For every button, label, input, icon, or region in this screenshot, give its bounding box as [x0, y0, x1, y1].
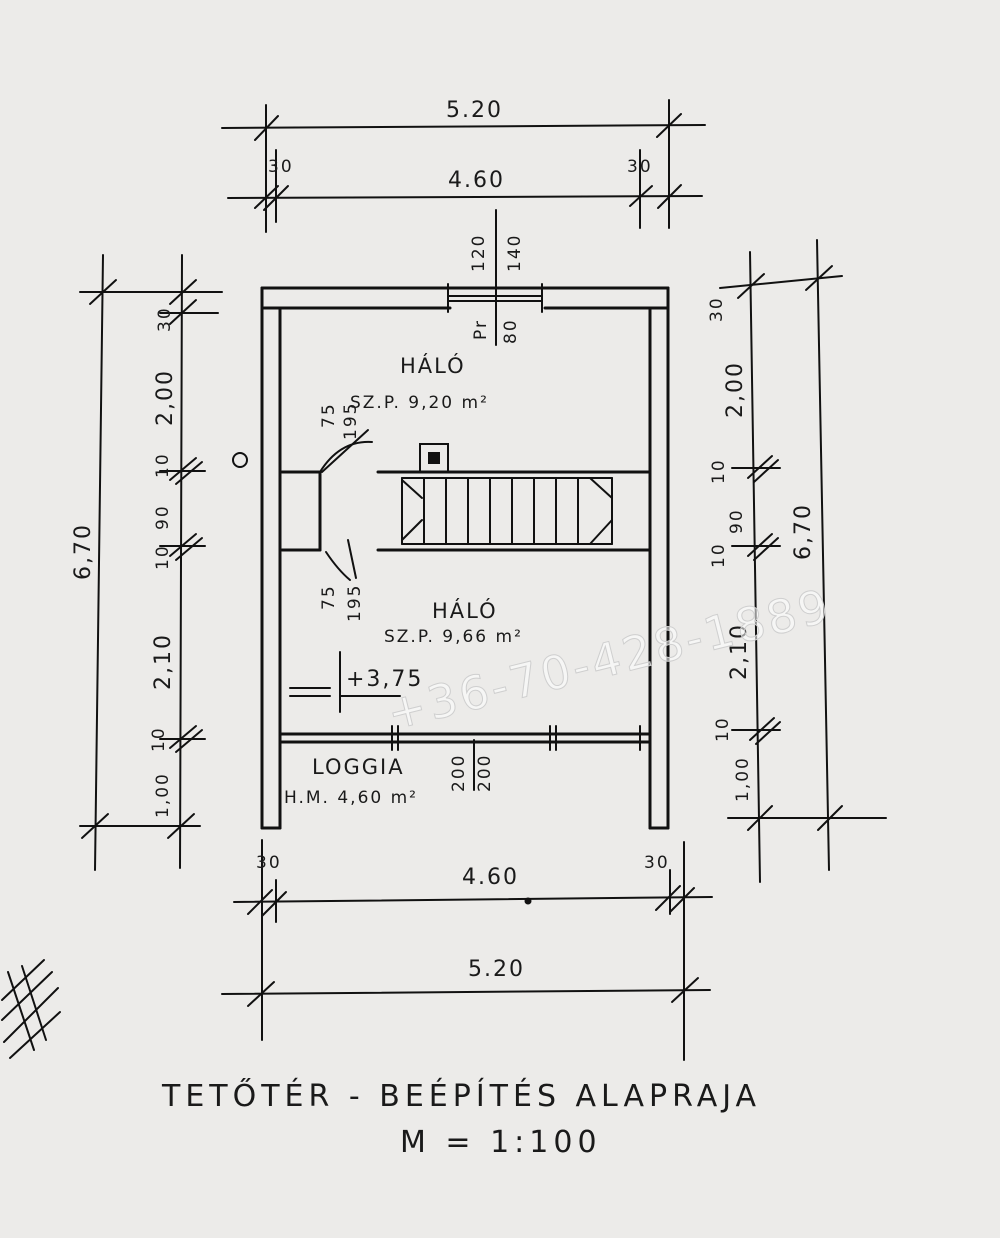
drawing-title: TETŐTÉR - BEÉPÍTÉS ALAPRAJA [161, 1077, 761, 1114]
bottom-inner-dimension: 4.60 [462, 865, 519, 890]
right-seg-100: 1,00 [733, 756, 753, 802]
left-total-dimension: 6,70 [71, 523, 96, 580]
top-inner-dimension: 4.60 [448, 168, 505, 193]
window-parapet-label: Pr [471, 319, 491, 340]
top-left-wall-dimension: 30 [268, 157, 294, 177]
right-seg-10a: 10 [709, 458, 729, 484]
top-dimension-lines [221, 99, 706, 233]
level-value: +3,75 [346, 667, 423, 692]
left-seg-10c: 10 [149, 726, 169, 752]
lower-door-height: 195 [345, 584, 365, 622]
chimney [419, 443, 449, 473]
right-total-dimension: 6,70 [791, 503, 816, 560]
left-seg-100: 1,00 [153, 772, 173, 818]
lower-door-swing [325, 539, 357, 581]
loggia-door-b: 200 [475, 754, 495, 792]
upper-door-height: 195 [341, 402, 361, 440]
staircase [401, 477, 613, 545]
room-loggia-area: H.M. 4,60 m² [284, 788, 418, 808]
drawing-scale: M = 1:100 [400, 1125, 602, 1160]
right-seg-30: 30 [707, 296, 727, 322]
left-seg-200: 2,00 [153, 369, 178, 426]
room-loggia-name: LOGGIA [312, 755, 405, 779]
left-seg-10a: 10 [153, 452, 173, 478]
circle-marker [232, 452, 248, 468]
room-halo-upper-area: SZ.P. 9,20 m² [350, 393, 489, 413]
left-seg-10b: 10 [153, 544, 173, 570]
upper-door-swing [319, 429, 373, 473]
room-halo-lower-area: SZ.P. 9,66 m² [384, 627, 523, 647]
upper-door-width: 75 [319, 402, 339, 428]
hatching-mark [1, 959, 61, 1059]
right-dimension-lines [719, 239, 887, 883]
window-width: 120 [469, 234, 489, 272]
bottom-right-wall-dimension: 30 [644, 853, 670, 873]
left-seg-210: 2,10 [151, 633, 176, 690]
bottom-left-wall-dimension: 30 [256, 853, 282, 873]
left-seg-90: 90 [153, 504, 173, 530]
lower-door-width: 75 [319, 584, 339, 610]
bottom-center-dot [524, 897, 532, 905]
right-seg-10b: 10 [709, 542, 729, 568]
right-seg-90: 90 [727, 508, 747, 534]
window-parapet-value: 80 [501, 318, 521, 344]
loggia-door-a: 200 [449, 754, 469, 792]
right-seg-210: 2,10 [727, 623, 752, 680]
loggia-wall [278, 732, 652, 744]
left-seg-30: 30 [155, 306, 175, 332]
bottom-outer-dimension: 5.20 [468, 957, 525, 982]
room-halo-lower-name: HÁLÓ [432, 598, 498, 623]
top-right-wall-dimension: 30 [627, 157, 653, 177]
right-seg-200: 2,00 [723, 361, 748, 418]
level-marker [289, 651, 401, 713]
loggia-door-ticks [391, 725, 641, 791]
room-halo-upper-name: HÁLÓ [400, 353, 466, 378]
right-seg-10c: 10 [713, 716, 733, 742]
window-height: 140 [505, 234, 525, 272]
bottom-dimension-lines [221, 839, 713, 1061]
top-outer-dimension: 5.20 [446, 98, 503, 123]
left-dimension-lines [79, 254, 223, 871]
top-window [447, 209, 543, 346]
